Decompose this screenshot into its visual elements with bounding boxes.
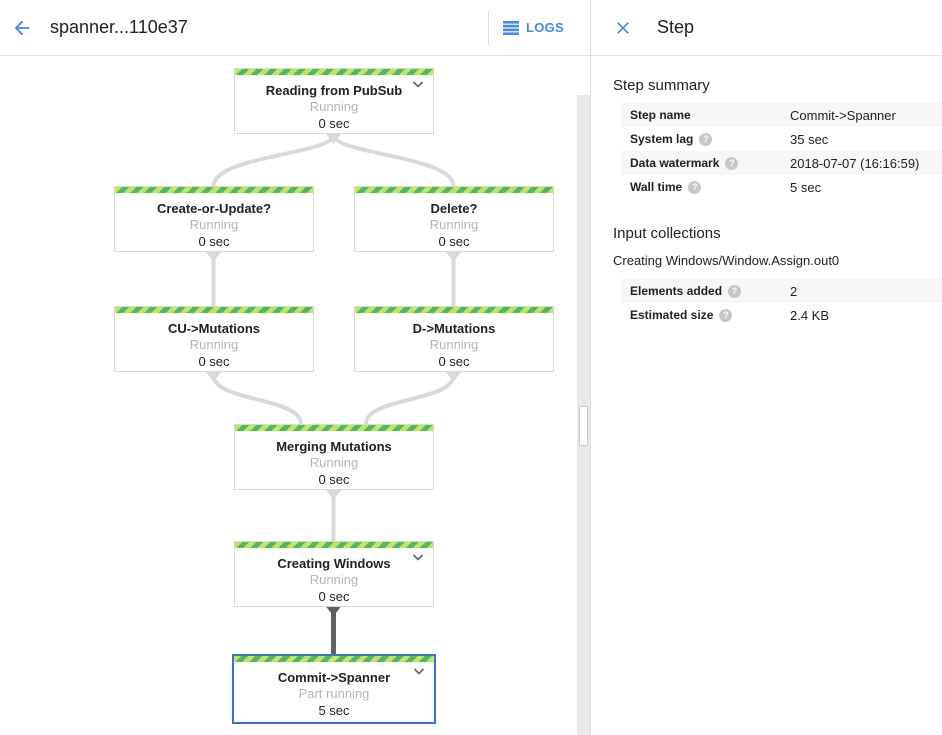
node-time: 5 sec: [318, 703, 350, 718]
node-time: 0 sec: [318, 472, 350, 487]
input-collections-heading: Input collections: [613, 225, 721, 242]
arrow-back-icon: [14, 20, 30, 35]
header-divider: [487, 10, 489, 45]
running-progress-stripe: [355, 187, 553, 194]
row-label: Elements added: [630, 284, 723, 298]
running-progress-stripe: [355, 307, 553, 314]
chevron-down-icon[interactable]: [412, 554, 424, 562]
node-title: Merging Mutations: [276, 439, 392, 454]
running-progress-stripe: [235, 425, 433, 432]
node-status: Running: [309, 455, 359, 470]
table-row: Step name Commit->Spanner: [621, 103, 942, 127]
node-status: Running: [309, 99, 359, 114]
node-title: Reading from PubSub: [265, 83, 403, 98]
input-collections-table: Elements added ? 2 Estimated size ? 2.4 …: [621, 279, 942, 327]
running-progress-stripe: [234, 656, 434, 663]
step-details-panel: Step summary Step name Commit->Spanner S…: [591, 56, 942, 735]
node-title: Create-or-Update?: [156, 201, 272, 216]
running-progress-stripe: [115, 187, 313, 194]
row-value: 2: [790, 283, 798, 299]
logs-button-label: LOGS: [525, 20, 564, 35]
table-row: Data watermark ? 2018-07-07 (16:16:59): [621, 151, 942, 175]
chevron-down-icon[interactable]: [412, 81, 424, 89]
row-value: 2018-07-07 (16:16:59): [790, 155, 920, 171]
panel-divider: [590, 0, 591, 735]
help-icon[interactable]: ?: [728, 284, 742, 298]
help-icon[interactable]: ?: [719, 308, 733, 322]
logs-button[interactable]: LOGS: [502, 20, 564, 35]
help-icon[interactable]: ?: [688, 180, 702, 194]
graph-node-reading-from-pubsub[interactable]: Reading from PubSub Running 0 sec: [234, 68, 434, 134]
job-graph-canvas[interactable]: Reading from PubSub Running 0 sec Create…: [0, 56, 590, 735]
panel-title: Step: [657, 17, 695, 37]
node-status: Running: [309, 572, 359, 587]
graph-node-create-or-update[interactable]: Create-or-Update? Running 0 sec: [114, 186, 314, 252]
step-summary-table: Step name Commit->Spanner System lag ? 3…: [621, 103, 942, 199]
job-header: spanner...110e37 LOGS: [0, 0, 590, 56]
node-time: 0 sec: [438, 354, 470, 369]
page-title: spanner...110e37: [50, 17, 188, 37]
node-time: 0 sec: [198, 354, 230, 369]
node-time: 0 sec: [318, 116, 350, 131]
table-row: Estimated size ? 2.4 KB: [621, 303, 942, 327]
node-status: Running: [429, 217, 479, 232]
row-label: System lag: [630, 132, 694, 146]
table-row: Elements added ? 2: [621, 279, 942, 303]
graph-node-delete[interactable]: Delete? Running 0 sec: [354, 186, 554, 252]
node-title: Commit->Spanner: [277, 670, 391, 685]
running-progress-stripe: [235, 69, 433, 76]
node-title: D->Mutations: [412, 321, 496, 336]
node-time: 0 sec: [438, 234, 470, 249]
step-summary-heading: Step summary: [613, 77, 710, 94]
node-status: Part running: [298, 686, 370, 701]
node-time: 0 sec: [198, 234, 230, 249]
node-title: Creating Windows: [277, 556, 391, 571]
node-status: Running: [189, 217, 239, 232]
row-value: 35 sec: [790, 131, 829, 147]
row-value: 2.4 KB: [790, 307, 830, 323]
back-button[interactable]: [2, 8, 42, 48]
graph-node-cu-mutations[interactable]: CU->Mutations Running 0 sec: [114, 306, 314, 372]
help-icon[interactable]: ?: [725, 156, 739, 170]
graph-edges: [206, 133, 461, 656]
close-icon: [617, 21, 629, 34]
table-row: Wall time ? 5 sec: [621, 175, 942, 199]
step-panel-header: Step: [591, 0, 942, 56]
row-label: Step name: [630, 108, 691, 122]
running-progress-stripe: [235, 542, 433, 549]
node-title: Delete?: [430, 201, 478, 216]
table-row: System lag ? 35 sec: [621, 127, 942, 151]
row-label: Estimated size: [630, 308, 714, 322]
row-label: Wall time: [630, 180, 683, 194]
graph-node-creating-windows[interactable]: Creating Windows Running 0 sec: [234, 541, 434, 607]
input-collection-name: Creating Windows/Window.Assign.out0: [613, 253, 840, 268]
help-icon[interactable]: ?: [699, 132, 713, 146]
chevron-down-icon[interactable]: [413, 668, 425, 676]
logs-list-icon: [502, 20, 519, 35]
graph-scrollbar-track[interactable]: [577, 95, 590, 735]
node-status: Running: [189, 337, 239, 352]
running-progress-stripe: [115, 307, 313, 314]
node-time: 0 sec: [318, 589, 350, 604]
node-title: CU->Mutations: [167, 321, 261, 336]
row-value: Commit->Spanner: [790, 107, 896, 123]
graph-node-d-mutations[interactable]: D->Mutations Running 0 sec: [354, 306, 554, 372]
row-value: 5 sec: [790, 179, 822, 195]
node-status: Running: [429, 337, 479, 352]
row-label: Data watermark: [630, 156, 720, 170]
graph-scrollbar-thumb[interactable]: [579, 406, 588, 446]
close-panel-button[interactable]: [603, 8, 643, 48]
graph-node-commit-spanner[interactable]: Commit->Spanner Part running 5 sec: [232, 654, 436, 724]
graph-node-merging-mutations[interactable]: Merging Mutations Running 0 sec: [234, 424, 434, 490]
